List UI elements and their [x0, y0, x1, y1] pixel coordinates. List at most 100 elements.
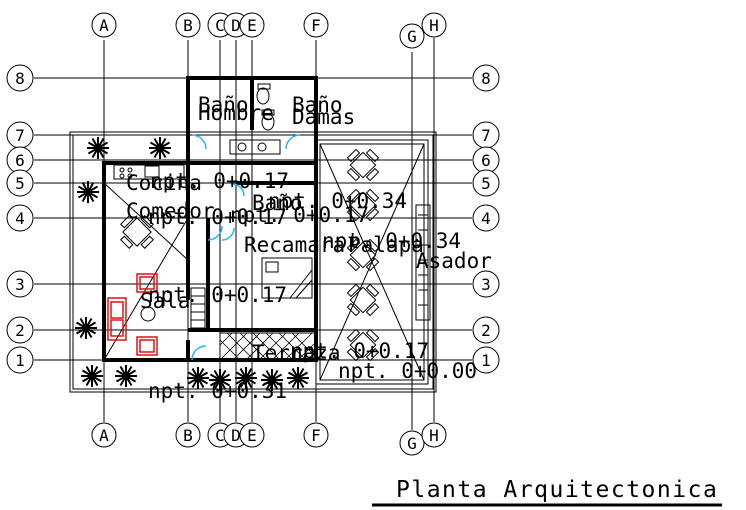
axis-bubble-left-1: 1 — [6, 346, 34, 374]
comedor-table — [120, 215, 154, 249]
axis-bubble-top-b: B — [175, 12, 201, 38]
kitchen-counter — [113, 164, 185, 180]
axis-bubble-right-7: 7 — [472, 121, 500, 149]
svg-text:B: B — [183, 426, 193, 445]
label-damas: Damas — [292, 105, 355, 129]
label-npt-comedor: npt. 0+0.17 — [148, 205, 287, 229]
svg-text:7: 7 — [481, 126, 491, 145]
svg-text:C: C — [215, 426, 225, 445]
svg-text:1: 1 — [15, 351, 25, 370]
label-sala: Sala — [140, 289, 191, 313]
svg-text:E: E — [247, 16, 257, 35]
axis-bubble-bottom-f: F — [303, 422, 329, 448]
label-hombre: Hombre — [198, 101, 274, 125]
svg-text:6: 6 — [15, 151, 25, 170]
axis-bubble-top-a: A — [91, 12, 117, 38]
svg-text:A: A — [99, 426, 109, 445]
svg-text:5: 5 — [15, 174, 25, 193]
trees — [75, 137, 309, 391]
label-bano-3: Baño — [252, 191, 303, 215]
label-recamara: Recamara — [244, 233, 345, 257]
label-npt-terraza: npt. 0+0.17 — [290, 339, 429, 363]
tree-icon — [209, 369, 231, 391]
tree-icon — [261, 369, 283, 391]
axis-bubble-right-5: 5 — [472, 169, 500, 197]
axis-bubble-top-e: E — [239, 12, 265, 38]
svg-text:H: H — [429, 426, 439, 445]
label-bano-2: Baño — [292, 93, 343, 117]
tree-icon — [87, 137, 109, 159]
label-npt-cocina: npt. 0+0.17 — [150, 169, 289, 193]
svg-text:F: F — [311, 426, 321, 445]
axis-bubble-bottom-g: G — [399, 430, 425, 456]
tree-icon — [115, 365, 137, 387]
tree-icon — [187, 367, 209, 389]
axis-bubble-left-6: 6 — [6, 146, 34, 174]
drawing-title: Planta Arquitectonica — [396, 477, 718, 503]
svg-text:3: 3 — [15, 275, 25, 294]
axis-bubble-top-g: G — [399, 23, 425, 49]
terrace-hatch — [219, 332, 317, 361]
svg-text:2: 2 — [15, 321, 25, 340]
svg-text:8: 8 — [15, 69, 25, 88]
room-labels: Baño Hombre Baño Damas Cocina npt. 0+0.1… — [126, 93, 492, 403]
label-npt-ext1: npt. 0+0.00 — [338, 359, 477, 383]
svg-text:D: D — [231, 16, 241, 35]
axis-bubble-left-7: 7 — [6, 121, 34, 149]
label-npt-bano: npt. 0+0.34 — [268, 189, 407, 213]
tree-icon — [77, 181, 99, 203]
sala-sofa — [107, 273, 158, 356]
axis-bubble-left-2: 2 — [6, 316, 34, 344]
label-npt-sala: npt. 0+0.17 — [148, 283, 287, 307]
svg-text:D: D — [231, 426, 241, 445]
label-palapa: Palapa — [348, 233, 424, 257]
axis-bubble-left-3: 3 — [6, 270, 34, 298]
doors — [191, 134, 301, 361]
svg-text:7: 7 — [15, 126, 25, 145]
label-npt-ext2: npt. 0+0.31 — [148, 379, 287, 403]
axis-bubble-right-2: 2 — [472, 316, 500, 344]
label-npt-recamara: npt. 0+0.17 — [230, 203, 369, 227]
svg-text:H: H — [429, 16, 439, 35]
tree-icon — [287, 367, 309, 389]
axis-bubble-top-h: H — [421, 12, 447, 38]
axis-bubble-left-5: 5 — [6, 169, 34, 197]
label-asador: Asador — [416, 249, 492, 273]
axis-bubble-bottom-e: E — [239, 422, 265, 448]
bedroom-bed — [261, 257, 313, 299]
svg-text:G: G — [407, 434, 417, 453]
axis-bubble-right-3: 3 — [472, 270, 500, 298]
closet — [190, 287, 206, 329]
svg-text:1: 1 — [481, 351, 491, 370]
label-bano: Baño — [198, 93, 249, 117]
svg-text:3: 3 — [481, 275, 491, 294]
axis-bubble-right-4: 4 — [472, 204, 500, 232]
axis-bubble-bottom-b: B — [175, 422, 201, 448]
svg-text:2: 2 — [481, 321, 491, 340]
axis-bubble-bottom-h: H — [421, 422, 447, 448]
svg-text:F: F — [311, 16, 321, 35]
label-cocina: Cocina — [126, 171, 202, 195]
svg-text:E: E — [247, 426, 257, 445]
axis-bubble-right-6: 6 — [472, 146, 500, 174]
svg-text:8: 8 — [481, 69, 491, 88]
tree-icon — [75, 317, 97, 339]
label-npt-palapa: npt. 0+0.34 — [322, 229, 461, 253]
label-comedor: Comedor — [126, 199, 215, 223]
svg-text:4: 4 — [15, 209, 25, 228]
axis-bubble-left-8: 8 — [6, 64, 34, 92]
svg-text:6: 6 — [481, 151, 491, 170]
tree-icon — [235, 367, 257, 389]
svg-text:G: G — [407, 27, 417, 46]
svg-text:B: B — [183, 16, 193, 35]
svg-text:A: A — [99, 16, 109, 35]
axis-bubble-right-8: 8 — [472, 64, 500, 92]
tree-icon — [81, 365, 103, 387]
axis-bubble-bottom-a: A — [91, 422, 117, 448]
palapa-tables — [346, 148, 380, 362]
svg-text:4: 4 — [481, 209, 491, 228]
label-terraza: Terraza — [252, 341, 341, 365]
tree-icon — [149, 137, 171, 159]
bathroom-fixtures — [229, 83, 281, 155]
